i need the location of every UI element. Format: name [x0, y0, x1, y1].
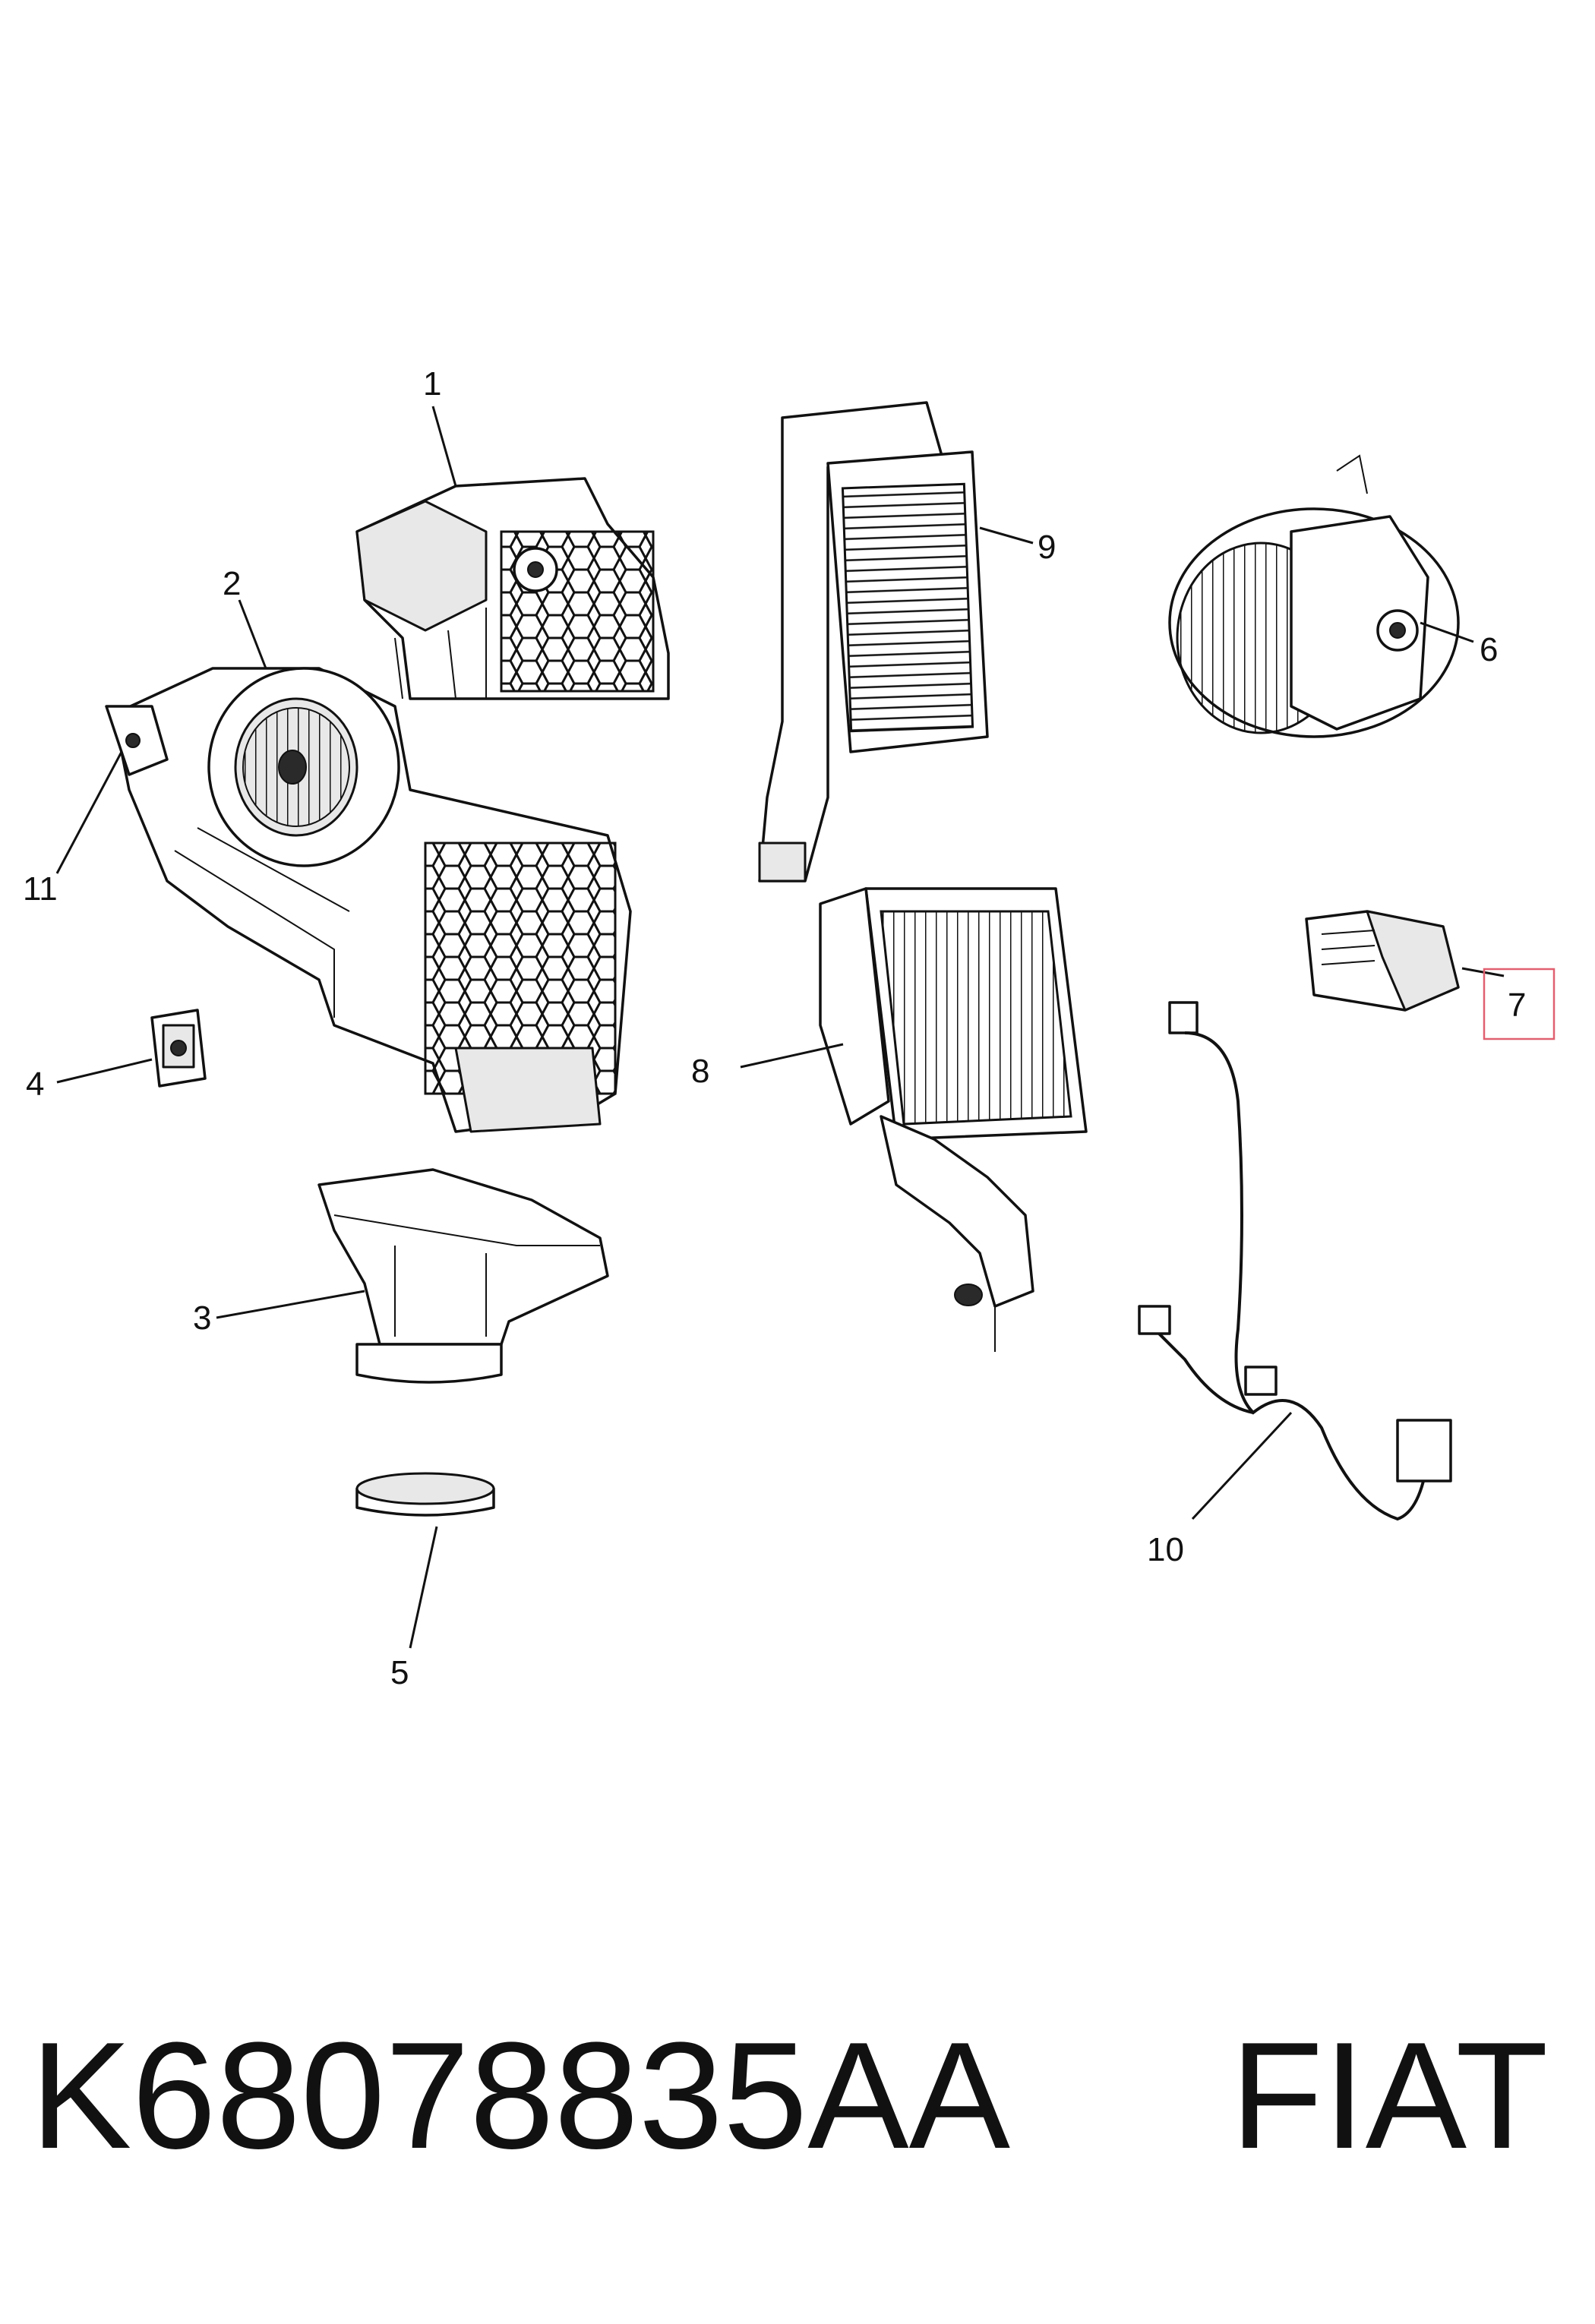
footer: K68078835AA FIAT: [0, 1990, 1595, 2202]
brand-name: FIAT: [1230, 2011, 1549, 2180]
part-number: K68078835AA: [30, 2011, 1011, 2180]
part-5-seal: [355, 1472, 495, 1517]
callout-5: 5: [390, 1654, 409, 1691]
callout-7: 7: [1508, 987, 1526, 1024]
part-4-actuator: [150, 1009, 207, 1088]
callout-2: 2: [223, 565, 241, 602]
part-3-lower-housing: [317, 1168, 609, 1384]
callout-7-highlight-box: [1483, 968, 1556, 1040]
callout-1: 1: [423, 365, 441, 403]
part-8-evaporator: [819, 887, 1088, 1352]
callout-8: 8: [691, 1053, 709, 1090]
callout-6: 6: [1480, 631, 1498, 668]
part-10-wiring-harness: [1138, 1001, 1452, 1521]
callout-3: 3: [193, 1299, 211, 1337]
part-1-upper-housing: [355, 477, 670, 700]
part-6-blower-motor: [1168, 454, 1460, 738]
part-7-blower-resistor: [1305, 910, 1460, 1012]
part-9-heater-core: [758, 401, 989, 883]
leader-lines: [55, 406, 1505, 1649]
callout-9: 9: [1038, 529, 1056, 566]
callout-10: 10: [1147, 1531, 1184, 1568]
callout-11: 11: [23, 870, 58, 908]
part-2-main-housing: [105, 667, 632, 1133]
callout-4: 4: [26, 1066, 44, 1103]
